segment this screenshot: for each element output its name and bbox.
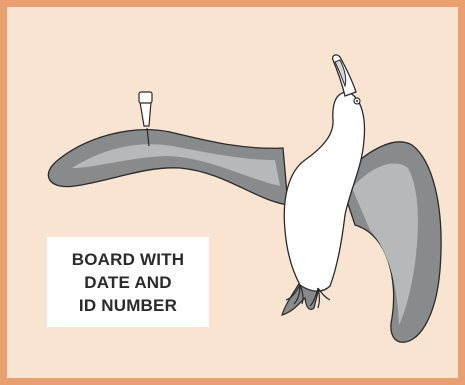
left-wing (47, 129, 289, 206)
board-label-line-2: DATE AND (84, 272, 172, 292)
board-label: BOARD WITH DATE AND ID NUMBER (47, 237, 209, 327)
board-label-line-3: ID NUMBER (78, 295, 178, 315)
right-wing (339, 141, 442, 343)
pin-icon (138, 91, 153, 147)
board-label-line-1: BOARD WITH (71, 249, 185, 269)
seabird-specimen-icon (281, 54, 366, 316)
